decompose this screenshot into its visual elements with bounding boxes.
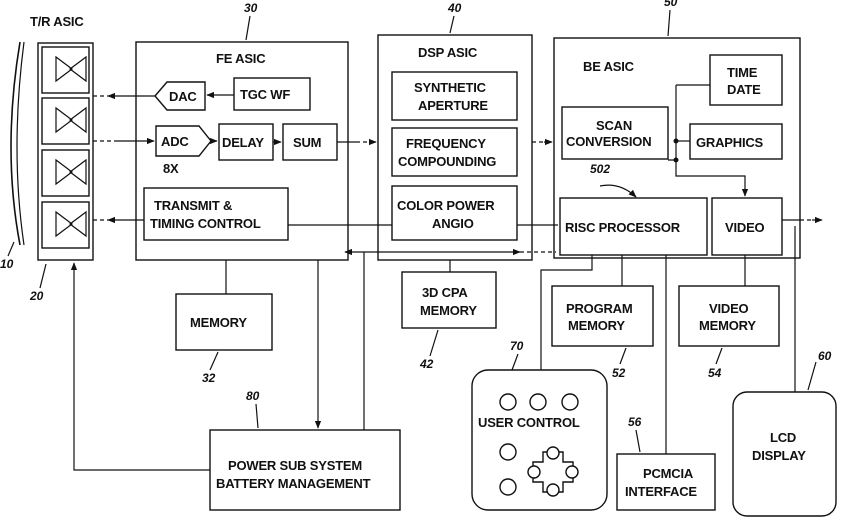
dac-label: DAC	[169, 89, 197, 104]
video-memory-label-1: VIDEO	[709, 301, 749, 316]
ref-42: 42	[419, 357, 434, 371]
be-asic-label: BE ASIC	[583, 59, 635, 74]
transducer-array	[11, 42, 24, 245]
adc-channels-label: 8X	[163, 161, 179, 176]
ref-60: 60	[818, 349, 832, 363]
video-label: VIDEO	[725, 220, 765, 235]
battery-management-label: BATTERY MANAGEMENT	[216, 476, 371, 491]
color-power-label: COLOR POWER	[397, 198, 495, 213]
user-control-panel	[472, 370, 607, 510]
time-label: TIME	[727, 65, 758, 80]
sum-label: SUM	[293, 135, 321, 150]
graphics-label: GRAPHICS	[696, 135, 764, 150]
ref-20: 20	[29, 289, 44, 303]
ref-50: 50	[664, 0, 678, 9]
ref-40: 40	[447, 1, 462, 15]
scan-label: SCAN	[596, 118, 632, 133]
timing-control-label: TIMING CONTROL	[150, 216, 261, 231]
program-memory-label-2: MEMORY	[568, 318, 625, 333]
lcd-label: LCD	[770, 430, 796, 445]
cpa-memory-label-1: 3D CPA	[422, 285, 468, 300]
memory-label: MEMORY	[190, 315, 247, 330]
ref-10: 10	[0, 257, 14, 271]
time-date-block	[710, 55, 782, 105]
control-button-icon	[500, 444, 516, 460]
risc-processor-label: RISC PROCESSOR	[565, 220, 681, 235]
ref-52: 52	[612, 366, 626, 380]
synthetic-label: SYNTHETIC	[414, 80, 487, 95]
conversion-label: CONVERSION	[566, 134, 651, 149]
ref-502: 502	[590, 162, 610, 176]
video-memory-block	[679, 286, 779, 346]
control-button-icon	[562, 394, 578, 410]
program-memory-label-1: PROGRAM	[566, 301, 633, 316]
tr-asic-block	[38, 43, 93, 260]
ref-32: 32	[202, 371, 216, 385]
ref-56: 56	[628, 415, 642, 429]
fe-asic-label: FE ASIC	[216, 51, 266, 66]
control-button-icon	[500, 479, 516, 495]
ref-80: 80	[246, 389, 260, 403]
compounding-label: COMPOUNDING	[398, 154, 496, 169]
aperture-label: APERTURE	[418, 98, 488, 113]
power-subsystem-label: POWER SUB SYSTEM	[228, 458, 362, 473]
ref-30: 30	[244, 1, 258, 15]
user-control-label: USER CONTROL	[478, 415, 580, 430]
cpa-memory-label-2: MEMORY	[420, 303, 477, 318]
pcmcia-label: PCMCIA	[643, 466, 694, 481]
date-label: DATE	[727, 82, 761, 97]
angio-label: ANGIO	[432, 216, 474, 231]
display-label: DISPLAY	[752, 448, 806, 463]
ref-54: 54	[708, 366, 722, 380]
cpa-memory-block	[402, 272, 496, 328]
dsp-asic-label: DSP ASIC	[418, 45, 478, 60]
control-button-icon	[500, 394, 516, 410]
delay-label: DELAY	[222, 135, 264, 150]
ref-70: 70	[510, 339, 524, 353]
video-memory-label-2: MEMORY	[699, 318, 756, 333]
transmit-label: TRANSMIT &	[154, 198, 232, 213]
tgc-wf-label: TGC WF	[240, 87, 290, 102]
program-memory-block	[552, 286, 653, 346]
scan-conversion-block	[562, 107, 668, 159]
interface-label: INTERFACE	[625, 484, 697, 499]
frequency-label: FREQUENCY	[406, 136, 486, 151]
transmit-timing-block	[144, 188, 288, 240]
control-button-icon	[530, 394, 546, 410]
adc-label: ADC	[161, 134, 189, 149]
tr-asic-label: T/R ASIC	[30, 14, 84, 29]
color-power-angio-block	[392, 186, 517, 240]
pcmcia-interface-block	[617, 454, 715, 510]
